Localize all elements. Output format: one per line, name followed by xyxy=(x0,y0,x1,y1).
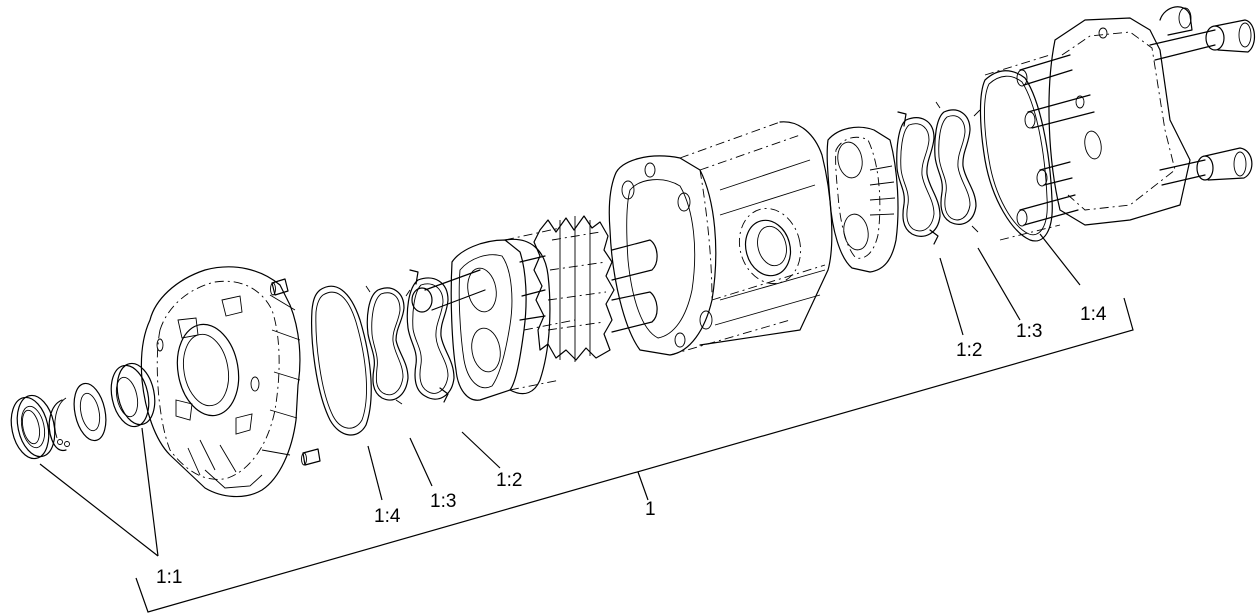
bearing-block-rear xyxy=(826,126,899,273)
bearing-block-front xyxy=(450,227,576,401)
callout-1-4-right: 1:4 xyxy=(1080,304,1107,325)
callout-1-2-right: 1:2 xyxy=(956,340,983,361)
callout-1-1: 1:1 xyxy=(156,567,183,588)
callout-1-3-right: 1:3 xyxy=(1016,321,1043,342)
rear-cover-with-bolts xyxy=(984,6,1255,241)
callout-1-3-left: 1:3 xyxy=(430,491,457,512)
backup-seal-rear xyxy=(934,101,981,233)
o-ring-front xyxy=(311,285,372,436)
washer xyxy=(73,382,107,442)
leader-lines xyxy=(39,233,1134,613)
gear-set xyxy=(519,215,658,362)
callout-assembly: 1 xyxy=(645,499,656,520)
callout-1-2-left: 1:2 xyxy=(496,470,523,491)
backup-seal-front xyxy=(365,285,411,405)
seal-ring xyxy=(110,362,156,428)
front-cover xyxy=(140,266,301,498)
o-ring-rear xyxy=(979,70,1053,242)
retaining-ring xyxy=(48,397,70,452)
pump-body xyxy=(608,121,833,356)
wear-plate-seal-rear xyxy=(896,111,941,245)
shaft-seal xyxy=(10,394,56,460)
dowel-pins xyxy=(270,278,321,466)
callout-1-4-left: 1:4 xyxy=(374,506,401,527)
